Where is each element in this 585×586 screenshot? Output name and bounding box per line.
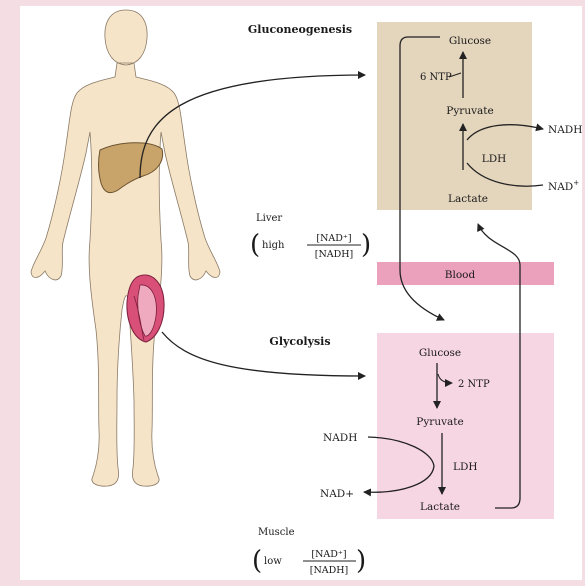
liver-ratio-qualifier: high — [262, 240, 285, 251]
muscle-ldh-label: LDH — [453, 461, 478, 473]
liver-nadh-label: NADH — [548, 124, 582, 136]
muscle-pathway-box — [377, 333, 554, 519]
muscle-ratio-denominator: [NADH] — [310, 565, 349, 576]
muscle-nadh-label: NADH — [323, 432, 357, 444]
liver-ratio-denominator: [NADH] — [315, 249, 354, 260]
muscle-glucose-label: Glucose — [419, 347, 461, 359]
liver-pyruvate-label: Pyruvate — [446, 105, 493, 117]
liver-glucose-label: Glucose — [449, 35, 491, 47]
muscle-pyruvate-label: Pyruvate — [416, 416, 463, 428]
muscle-ratio-open-paren: ( — [252, 546, 262, 576]
two-ntp-label: 2 NTP — [458, 379, 490, 390]
muscle-lactate-label: Lactate — [420, 501, 460, 513]
muscle-ratio-caption: Muscle — [258, 527, 295, 538]
gluconeogenesis-title: Gluconeogenesis — [248, 23, 352, 36]
muscle-nad-label: NAD+ — [320, 488, 354, 500]
liver-lactate-label: Lactate — [448, 193, 488, 205]
liver-ratio-close-paren: ) — [361, 230, 371, 260]
blood-label: Blood — [445, 269, 476, 281]
liver-ldh-label: LDH — [482, 153, 507, 165]
glycolysis-title: Glycolysis — [269, 335, 330, 348]
liver-ratio-caption: Liver — [256, 213, 282, 224]
muscle-ratio-numerator: [NAD⁺] — [311, 549, 346, 560]
liver-ratio-open-paren: ( — [250, 230, 260, 260]
muscle-ratio-qualifier: low — [264, 556, 282, 567]
liver-ratio-numerator: [NAD⁺] — [316, 233, 351, 244]
six-ntp-label: 6 NTP — [420, 72, 452, 83]
muscle-ratio-close-paren: ) — [356, 546, 366, 576]
